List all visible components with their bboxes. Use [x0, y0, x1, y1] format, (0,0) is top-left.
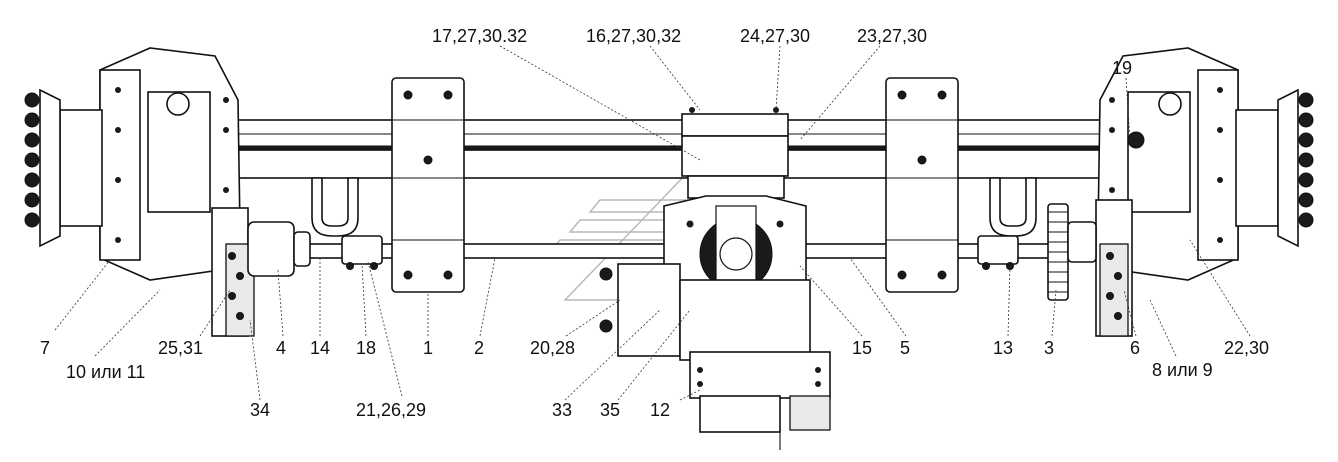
callout-15: 15	[852, 338, 872, 358]
callout-7: 7	[40, 338, 50, 358]
wheel-hub-right	[1097, 47, 1314, 281]
callout-3: 3	[1044, 338, 1054, 358]
callout-23-27-30: 23,27,30	[857, 26, 927, 46]
callout-14: 14	[310, 338, 330, 358]
callout-19: 19	[1112, 58, 1132, 78]
callout-2: 2	[474, 338, 484, 358]
callout-18: 18	[356, 338, 376, 358]
callout-5: 5	[900, 338, 910, 358]
callout-12: 12	[650, 400, 670, 420]
callout-33: 33	[552, 400, 572, 420]
tie-rod-clamp-left	[341, 235, 383, 270]
wheel-hub-left	[24, 47, 241, 281]
callout-10-or-11: 10 или 11	[66, 362, 145, 382]
callout-34: 34	[250, 400, 270, 420]
callout-8-or-9: 8 или 9	[1152, 360, 1213, 380]
spring-bracket-left	[391, 77, 465, 293]
brake-unit-right	[1095, 199, 1133, 337]
spring-bracket-right	[885, 77, 959, 293]
tie-rod-clamp-right	[977, 235, 1019, 270]
callout-labels: 17,27,30.32 16,27,30,32 24,27,30 23,27,3…	[40, 26, 1269, 420]
callout-1: 1	[423, 338, 433, 358]
callout-35: 35	[600, 400, 620, 420]
callout-25-31: 25,31	[158, 338, 203, 358]
callout-17-27-30-32: 17,27,30.32	[432, 26, 527, 46]
gearbox	[599, 263, 831, 450]
callout-16-27-30-32: 16,27,30,32	[586, 26, 681, 46]
callout-6: 6	[1130, 338, 1140, 358]
u-bolt-right	[989, 177, 1037, 237]
leader-lines	[54, 45, 1251, 401]
axle-beam	[219, 119, 1121, 179]
callout-4: 4	[276, 338, 286, 358]
callout-21-26-29: 21,26,29	[356, 400, 426, 420]
callout-13: 13	[993, 338, 1013, 358]
brake-unit-left	[211, 207, 311, 337]
gear-right	[1047, 203, 1097, 301]
callout-22-30: 22,30	[1224, 338, 1269, 358]
callout-24-27-30: 24,27,30	[740, 26, 810, 46]
callout-20-28: 20,28	[530, 338, 575, 358]
u-bolt-left	[311, 177, 359, 237]
